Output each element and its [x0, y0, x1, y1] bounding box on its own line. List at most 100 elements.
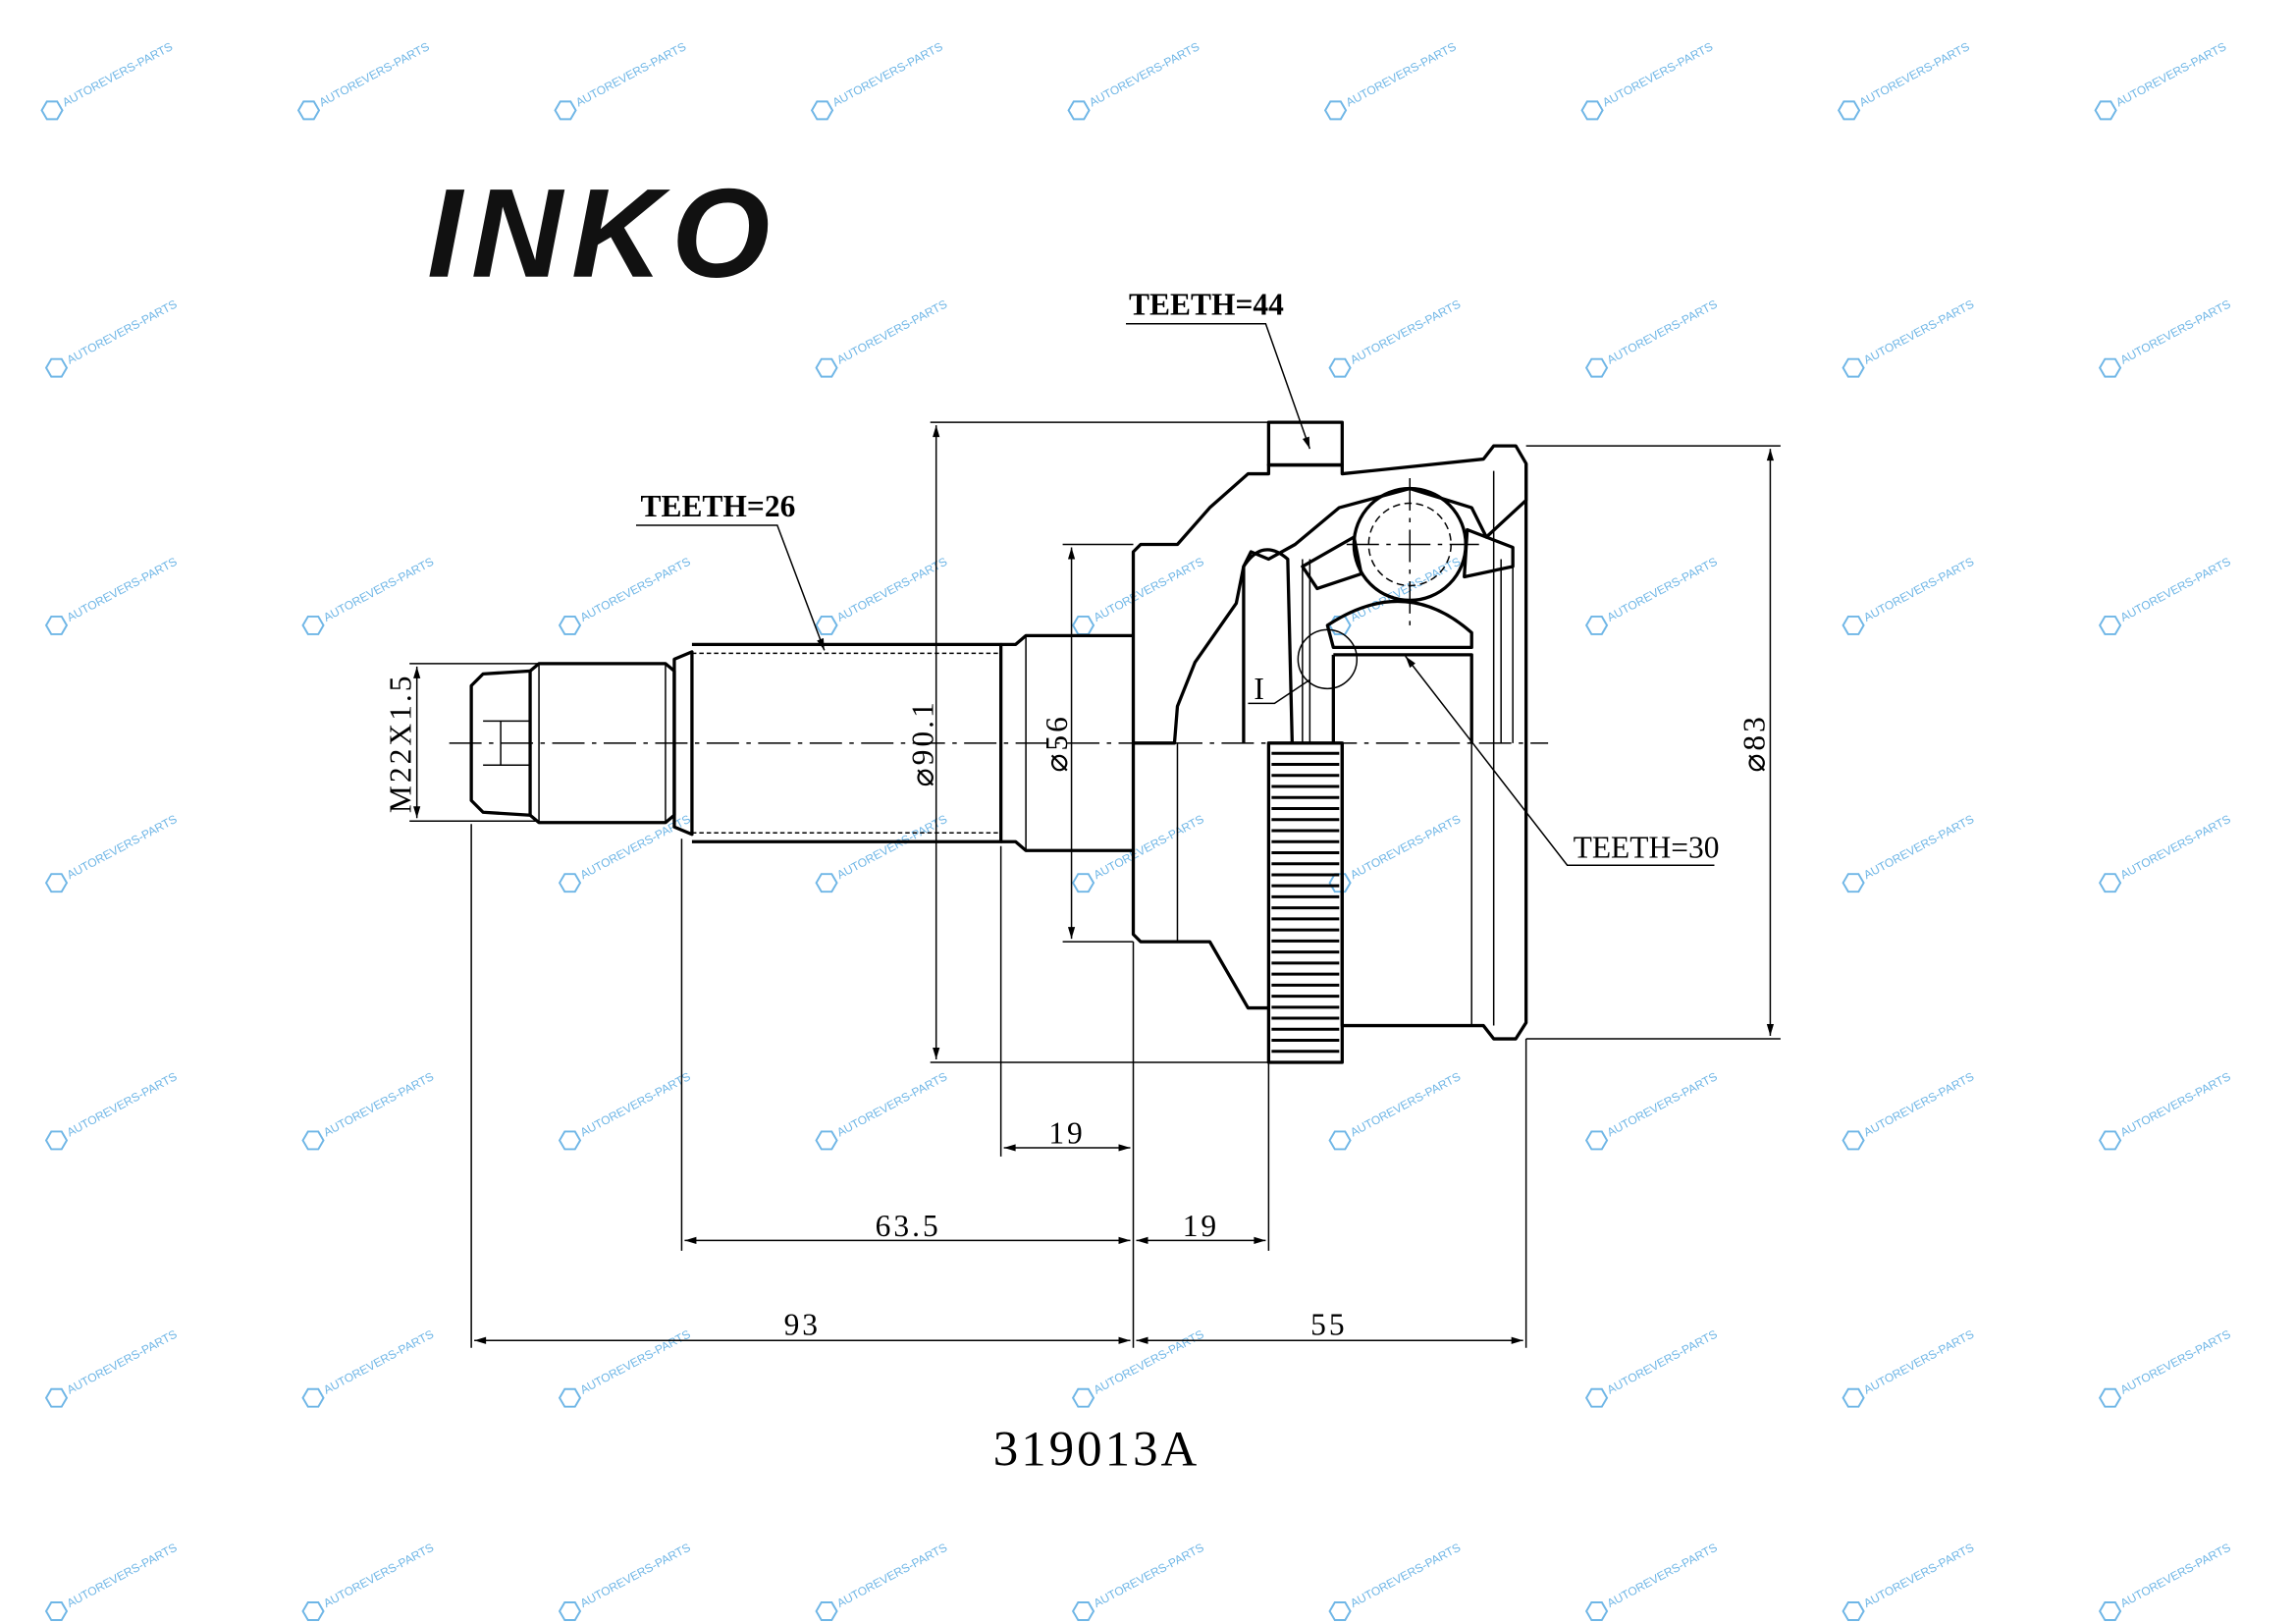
part-number: 319013A	[993, 1423, 1201, 1478]
cv-housing	[1131, 420, 1528, 1064]
ar-hexagon-icon	[1328, 873, 1352, 893]
ar-hexagon-icon	[1328, 1130, 1352, 1151]
ar-hexagon-icon	[558, 1130, 582, 1151]
watermark: AUTOREVERS-PARTS	[44, 812, 180, 893]
ar-hexagon-icon	[1842, 615, 1865, 635]
ar-hexagon-icon	[1584, 357, 1609, 378]
ar-hexagon-icon	[40, 100, 64, 121]
watermark-text: AUTOREVERS-PARTS	[1092, 1327, 1206, 1397]
watermark-text: AUTOREVERS-PARTS	[1861, 555, 1976, 624]
ar-hexagon-icon	[44, 873, 69, 893]
watermark-text: AUTOREVERS-PARTS	[834, 1541, 949, 1610]
ar-hexagon-icon	[558, 615, 582, 635]
watermark: AUTOREVERS-PARTS	[1842, 1069, 1976, 1151]
ar-hexagon-icon	[44, 615, 69, 635]
watermark-text: AUTOREVERS-PARTS	[60, 39, 175, 109]
dim-thread: M22X1.5	[384, 674, 418, 814]
ar-hexagon-icon	[1584, 1601, 1609, 1621]
watermark: AUTOREVERS-PARTS	[2098, 1541, 2233, 1621]
watermark-text: AUTOREVERS-PARTS	[65, 555, 180, 624]
watermark: AUTOREVERS-PARTS	[1584, 555, 1720, 635]
watermark: AUTOREVERS-PARTS	[1580, 39, 1715, 121]
label-teeth-30: TEETH=30	[1574, 831, 1720, 865]
watermark-text: AUTOREVERS-PARTS	[2118, 1327, 2233, 1397]
watermark: AUTOREVERS-PARTS	[815, 1069, 949, 1151]
watermark: AUTOREVERS-PARTS	[40, 39, 175, 121]
ar-hexagon-icon	[815, 615, 838, 635]
watermark: AUTOREVERS-PARTS	[2098, 1069, 2233, 1151]
ar-hexagon-icon	[558, 1601, 582, 1621]
ar-hexagon-icon	[554, 100, 577, 121]
watermark-text: AUTOREVERS-PARTS	[1605, 1069, 1720, 1139]
watermark: AUTOREVERS-PARTS	[2098, 812, 2233, 893]
watermark: AUTOREVERS-PARTS	[554, 39, 688, 121]
watermark: AUTOREVERS-PARTS	[1837, 39, 1972, 121]
watermark: AUTOREVERS-PARTS	[815, 298, 949, 378]
watermark: AUTOREVERS-PARTS	[44, 298, 180, 378]
ar-hexagon-icon	[1323, 100, 1348, 121]
watermark: AUTOREVERS-PARTS	[558, 1541, 693, 1621]
watermark-text: AUTOREVERS-PARTS	[317, 39, 432, 109]
watermark: AUTOREVERS-PARTS	[815, 812, 949, 893]
watermark: AUTOREVERS-PARTS	[815, 1541, 949, 1621]
watermark: AUTOREVERS-PARTS	[1842, 298, 1976, 378]
ar-hexagon-icon	[1580, 100, 1604, 121]
watermark: AUTOREVERS-PARTS	[1328, 298, 1463, 378]
watermark-text: AUTOREVERS-PARTS	[1348, 298, 1463, 367]
watermark-text: AUTOREVERS-PARTS	[1344, 39, 1459, 109]
watermark-text: AUTOREVERS-PARTS	[65, 1069, 180, 1139]
ar-hexagon-icon	[2098, 357, 2122, 378]
watermark: AUTOREVERS-PARTS	[1842, 1327, 1976, 1408]
dim-19-abs: 19	[1183, 1209, 1219, 1243]
watermark: AUTOREVERS-PARTS	[301, 555, 436, 635]
ar-hexagon-icon	[1328, 615, 1352, 635]
watermark-text: AUTOREVERS-PARTS	[1605, 555, 1720, 624]
watermark: AUTOREVERS-PARTS	[1323, 39, 1459, 121]
watermark: AUTOREVERS-PARTS	[2098, 1327, 2233, 1408]
ar-hexagon-icon	[1584, 1387, 1609, 1408]
ar-hexagon-icon	[1071, 1387, 1095, 1408]
watermark-text: AUTOREVERS-PARTS	[834, 555, 949, 624]
watermark: AUTOREVERS-PARTS	[301, 1541, 436, 1621]
watermark: AUTOREVERS-PARTS	[1842, 555, 1976, 635]
watermark: AUTOREVERS-PARTS	[301, 1069, 436, 1151]
watermark-text: AUTOREVERS-PARTS	[1861, 1069, 1976, 1139]
ar-hexagon-icon	[301, 1601, 325, 1621]
ar-hexagon-icon	[1584, 615, 1609, 635]
watermark-text: AUTOREVERS-PARTS	[2118, 555, 2233, 624]
watermark: AUTOREVERS-PARTS	[558, 555, 693, 635]
watermark-text: AUTOREVERS-PARTS	[834, 298, 949, 367]
dimensions: ⌀90.1 ⌀56 M22X1.5 ⌀83 19 63.5 19 93 55	[384, 421, 1781, 1348]
ar-hexagon-icon	[2098, 1387, 2122, 1408]
dim-dia-90: ⌀90.1	[906, 699, 940, 786]
ar-hexagon-icon	[301, 1387, 325, 1408]
watermark-text: AUTOREVERS-PARTS	[1861, 812, 1976, 882]
watermark-text: AUTOREVERS-PARTS	[578, 1327, 693, 1397]
ar-hexagon-icon	[1584, 1130, 1609, 1151]
watermark-text: AUTOREVERS-PARTS	[830, 39, 945, 109]
watermark-text: AUTOREVERS-PARTS	[1605, 298, 1720, 367]
watermark: AUTOREVERS-PARTS	[44, 1069, 180, 1151]
watermark: AUTOREVERS-PARTS	[1071, 1327, 1206, 1408]
ar-hexagon-icon	[815, 873, 838, 893]
watermark: AUTOREVERS-PARTS	[1328, 812, 1463, 893]
watermark-text: AUTOREVERS-PARTS	[65, 298, 180, 367]
watermark-text: AUTOREVERS-PARTS	[65, 1327, 180, 1397]
watermark-text: AUTOREVERS-PARTS	[1600, 39, 1715, 109]
watermark-text: AUTOREVERS-PARTS	[2118, 1541, 2233, 1610]
ar-hexagon-icon	[44, 357, 69, 378]
ar-hexagon-icon	[44, 1601, 69, 1621]
ar-hexagon-icon	[1071, 873, 1095, 893]
watermark-text: AUTOREVERS-PARTS	[2118, 812, 2233, 882]
ar-hexagon-icon	[1328, 357, 1352, 378]
watermark: AUTOREVERS-PARTS	[301, 1327, 436, 1408]
watermark-text: AUTOREVERS-PARTS	[573, 39, 688, 109]
watermark: AUTOREVERS-PARTS	[2094, 39, 2228, 121]
watermark: AUTOREVERS-PARTS	[2098, 555, 2233, 635]
dim-63-5: 63.5	[876, 1209, 941, 1243]
watermark: AUTOREVERS-PARTS	[558, 1327, 693, 1408]
ar-hexagon-icon	[1842, 1387, 1865, 1408]
ar-hexagon-icon	[810, 100, 834, 121]
watermark-text: AUTOREVERS-PARTS	[1348, 1069, 1463, 1139]
